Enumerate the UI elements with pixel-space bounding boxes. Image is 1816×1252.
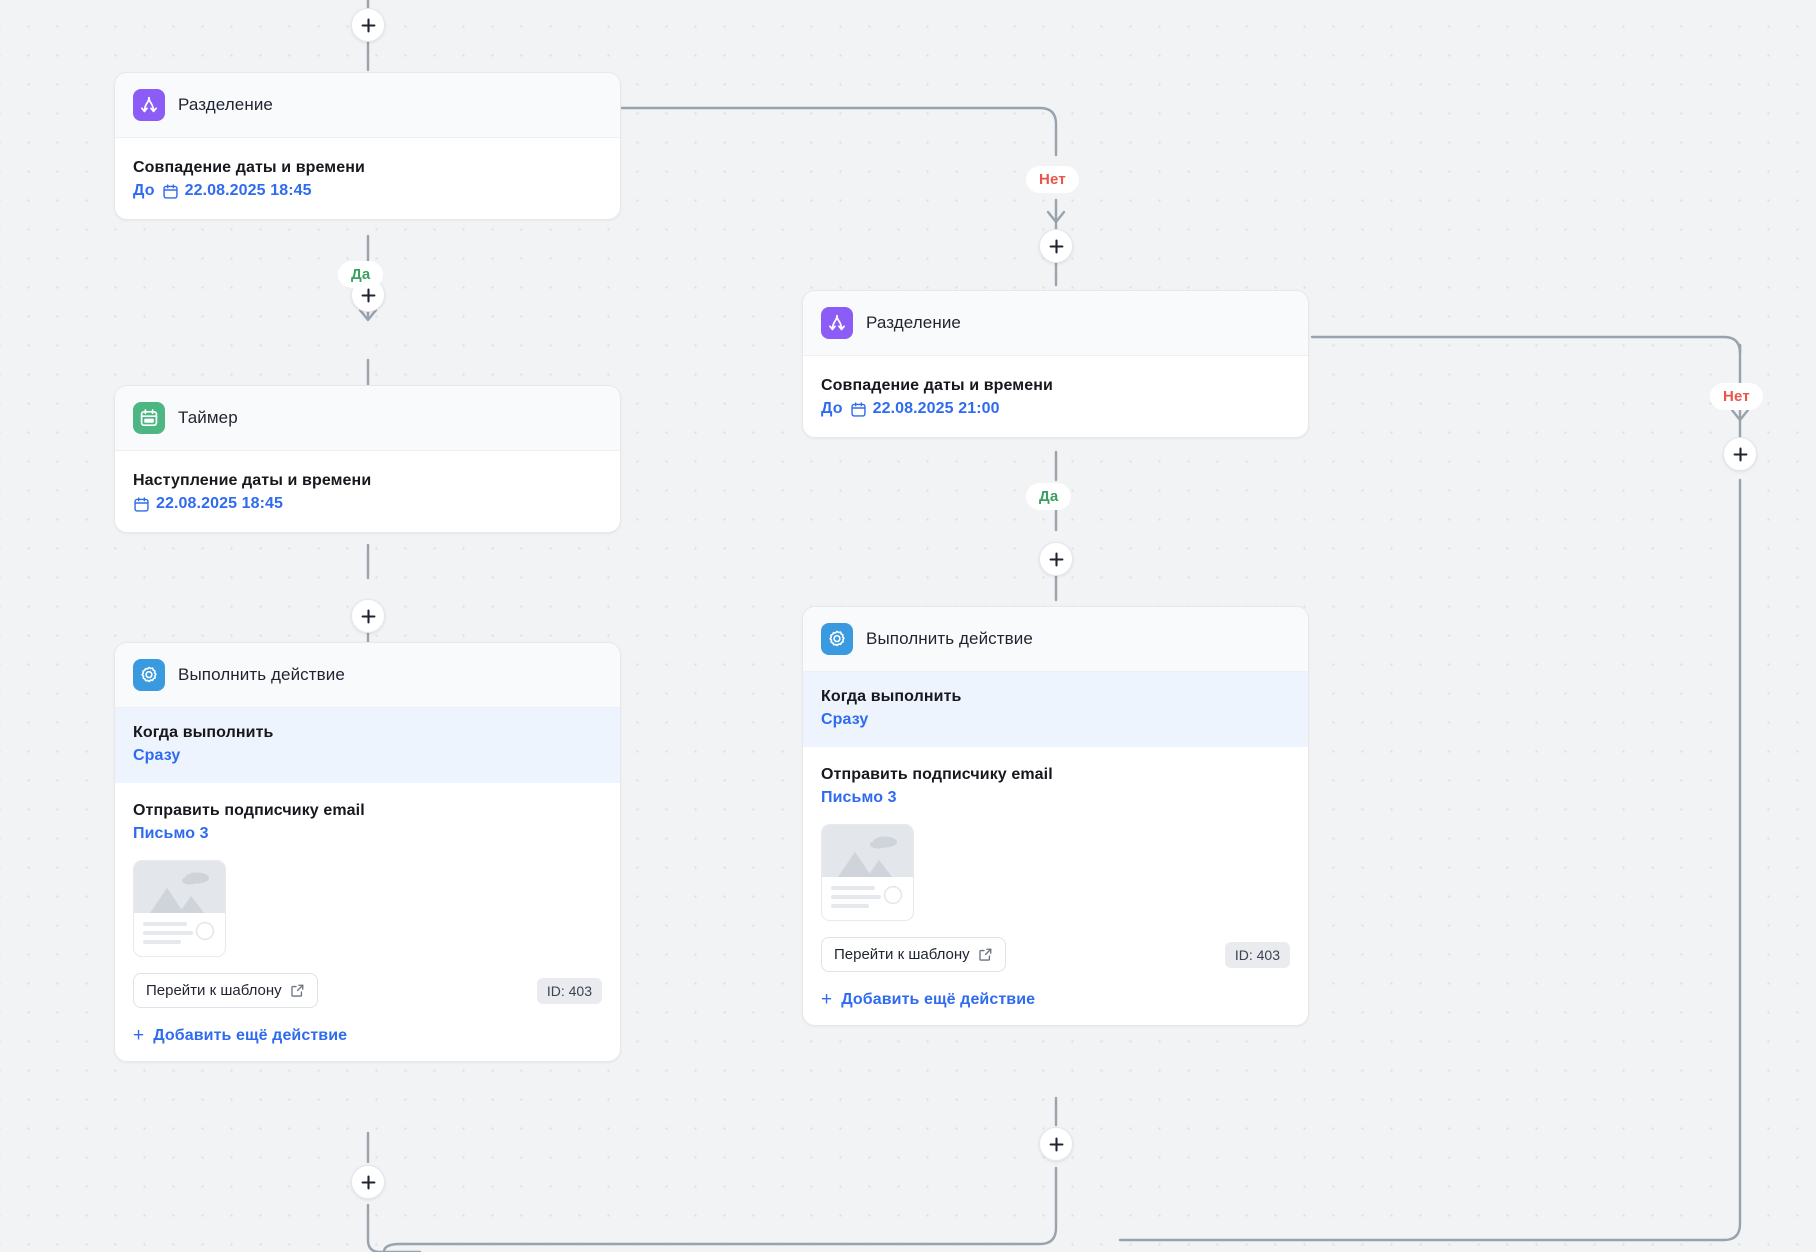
card-header: Выполнить действие (803, 607, 1308, 672)
plus-icon: + (133, 1025, 145, 1047)
send-value[interactable]: Письмо 3 (133, 825, 209, 843)
plus-icon (1049, 1137, 1063, 1151)
add-node-top[interactable] (351, 8, 385, 42)
go-to-template-label: Перейти к шаблону (146, 982, 282, 1000)
when-section: Когда выполнить Сразу (115, 708, 620, 784)
send-label: Отправить подписчику email (821, 766, 1053, 784)
template-actions-row: Перейти к шаблону ID: 403 (803, 921, 1308, 973)
template-actions-row: Перейти к шаблону ID: 403 (115, 957, 620, 1009)
card-title: Разделение (178, 95, 273, 114)
template-id-badge: ID: 403 (536, 977, 602, 1004)
condition-prefix: До (133, 182, 155, 200)
gear-icon (821, 623, 853, 655)
add-node-no-branch-1[interactable] (1039, 229, 1073, 263)
add-node-yes-branch-2[interactable] (1039, 542, 1073, 576)
when-section: Когда выполнить Сразу (803, 672, 1308, 748)
email-template-thumbnail[interactable] (821, 824, 914, 922)
plus-icon (361, 609, 375, 623)
condition-value-row[interactable]: До 22.08.2025 18:45 (133, 179, 602, 203)
calendar-icon (162, 183, 179, 200)
node-card-timer-1[interactable]: Таймер Наступление даты и времени 22.08.… (114, 385, 621, 534)
add-more-action-label: Добавить ещё действие (841, 990, 1036, 1008)
plus-icon (361, 1175, 375, 1189)
condition-datetime: 22.08.2025 21:00 (872, 400, 1000, 418)
when-label: Когда выполнить (133, 724, 274, 741)
circle-placeholder-icon (195, 922, 215, 941)
when-label: Когда выполнить (821, 688, 962, 705)
add-node-before-action-1[interactable] (351, 599, 385, 633)
card-header: Разделение (115, 73, 620, 138)
template-id-badge: ID: 403 (1224, 941, 1290, 968)
condition-label: Наступление даты и времени (133, 472, 372, 489)
thumbnail-text-placeholder (822, 877, 913, 909)
branch-label-no-2: Нет (1710, 383, 1763, 410)
plus-icon (361, 18, 375, 32)
go-to-template-button[interactable]: Перейти к шаблону (821, 937, 1006, 973)
condition-prefix: До (821, 400, 843, 418)
thumbnail-image-placeholder (134, 861, 225, 914)
card-body: Совпадение даты и времени До 22.08.2025 … (115, 138, 620, 219)
email-template-thumbnail[interactable] (133, 860, 226, 958)
go-to-template-button[interactable]: Перейти к шаблону (133, 973, 318, 1009)
thumbnail-image-placeholder (822, 825, 913, 878)
condition-datetime: 22.08.2025 18:45 (184, 182, 312, 200)
condition-label: Совпадение даты и времени (133, 159, 365, 176)
card-body: Наступление даты и времени 22.08.2025 18… (115, 451, 620, 532)
card-title: Выполнить действие (178, 665, 345, 684)
add-more-action-button[interactable]: + Добавить ещё действие (115, 1008, 620, 1061)
gear-icon (133, 659, 165, 691)
calendar-icon (850, 401, 867, 418)
card-header: Разделение (803, 291, 1308, 356)
branch-label-yes-1: Да (338, 261, 384, 288)
thumbnail-text-placeholder (134, 913, 225, 945)
plus-icon (1049, 239, 1063, 253)
split-icon (133, 89, 165, 121)
send-label: Отправить подписчику email (133, 802, 365, 820)
plus-icon (1049, 552, 1063, 566)
add-node-after-action-1[interactable] (351, 1165, 385, 1199)
send-value[interactable]: Письмо 3 (821, 789, 897, 807)
when-value[interactable]: Сразу (821, 711, 869, 729)
plus-icon (1733, 447, 1747, 461)
card-title: Разделение (866, 313, 961, 332)
calendar-icon (133, 496, 150, 513)
node-card-action-2[interactable]: Выполнить действие Когда выполнить Сразу… (802, 606, 1309, 1027)
condition-value-row[interactable]: До 22.08.2025 21:00 (821, 397, 1290, 421)
node-card-split-2[interactable]: Разделение Совпадение даты и времени До … (802, 290, 1309, 439)
condition-value-row[interactable]: 22.08.2025 18:45 (133, 492, 602, 516)
add-node-no-branch-2[interactable] (1723, 437, 1757, 471)
condition-datetime: 22.08.2025 18:45 (156, 495, 284, 513)
split-icon (821, 307, 853, 339)
send-section: Отправить подписчику email Письмо 3 (115, 783, 620, 958)
card-body: Совпадение даты и времени До 22.08.2025 … (803, 356, 1308, 437)
image-placeholder-icon (150, 872, 209, 914)
external-link-icon (978, 947, 993, 962)
branch-label-yes-2: Да (1026, 483, 1072, 510)
external-link-icon (290, 983, 305, 998)
go-to-template-label: Перейти к шаблону (834, 946, 970, 964)
condition-label: Совпадение даты и времени (821, 377, 1053, 394)
calendar-icon (133, 402, 165, 434)
send-section: Отправить подписчику email Письмо 3 (803, 747, 1308, 922)
add-more-action-button[interactable]: + Добавить ещё действие (803, 972, 1308, 1025)
add-node-after-action-2[interactable] (1039, 1127, 1073, 1161)
node-card-split-1[interactable]: Разделение Совпадение даты и времени До … (114, 72, 621, 221)
plus-icon: + (821, 989, 833, 1011)
card-header: Таймер (115, 386, 620, 451)
branch-label-no-1: Нет (1026, 166, 1079, 193)
card-title: Выполнить действие (866, 629, 1033, 648)
when-value[interactable]: Сразу (133, 747, 181, 765)
plus-icon (361, 288, 375, 302)
card-title: Таймер (178, 408, 238, 427)
image-placeholder-icon (838, 836, 897, 878)
node-card-action-1[interactable]: Выполнить действие Когда выполнить Сразу… (114, 642, 621, 1063)
card-header: Выполнить действие (115, 643, 620, 708)
add-more-action-label: Добавить ещё действие (153, 1026, 348, 1044)
circle-placeholder-icon (883, 886, 903, 905)
